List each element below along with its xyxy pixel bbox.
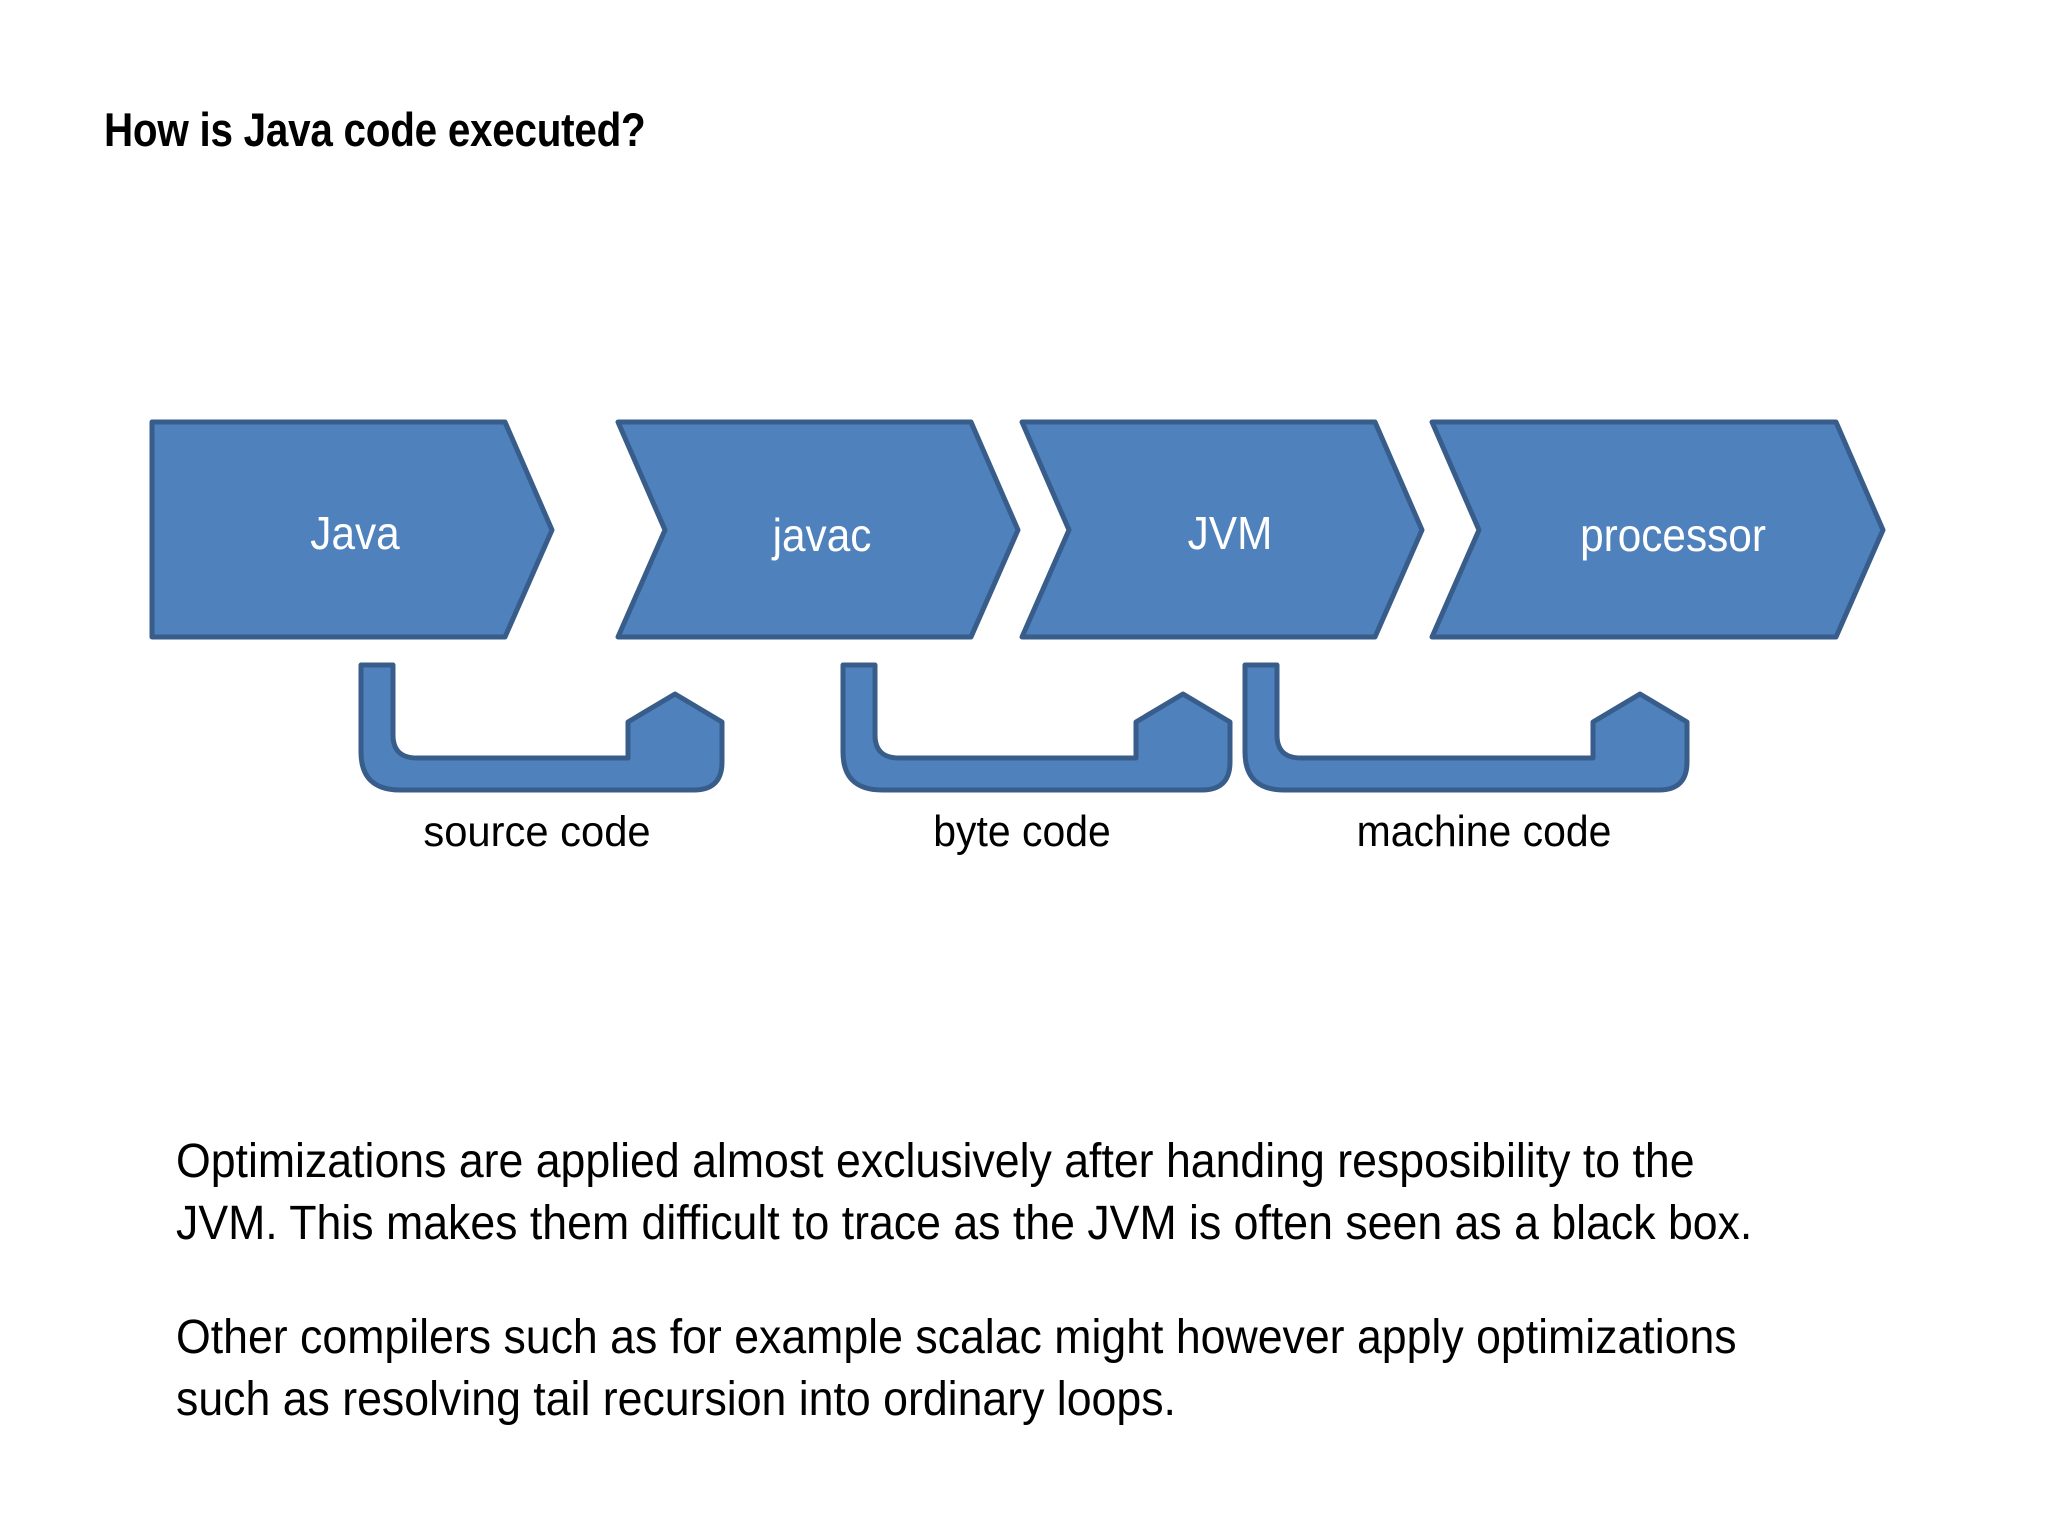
loopback-arrow-2[interactable] (840, 662, 1233, 793)
chevron-stage-2[interactable] (615, 419, 1021, 640)
flow-label-byte-code: byte code (933, 807, 1111, 856)
chevron-stage-3[interactable] (1019, 419, 1425, 640)
chevron-stage-1[interactable] (149, 419, 555, 640)
body-text-block: Optimizations are applied almost exclusi… (176, 1131, 1776, 1431)
java-execution-pipeline-diagram: Java javac JVM processor source code byt… (149, 419, 1886, 856)
page-title: How is Java code executed? (104, 103, 646, 156)
flow-label-machine-code: machine code (1356, 807, 1612, 856)
loopback-arrow-1[interactable] (358, 662, 725, 793)
chevron-stage-4[interactable] (1429, 419, 1886, 640)
body-paragraph-2: Other compilers such as for example scal… (176, 1311, 1737, 1426)
loopback-arrow-3[interactable] (1242, 662, 1690, 793)
body-paragraph-1: Optimizations are applied almost exclusi… (176, 1135, 1753, 1250)
flow-label-source-code: source code (423, 808, 651, 856)
pipeline-svg (149, 419, 1886, 793)
